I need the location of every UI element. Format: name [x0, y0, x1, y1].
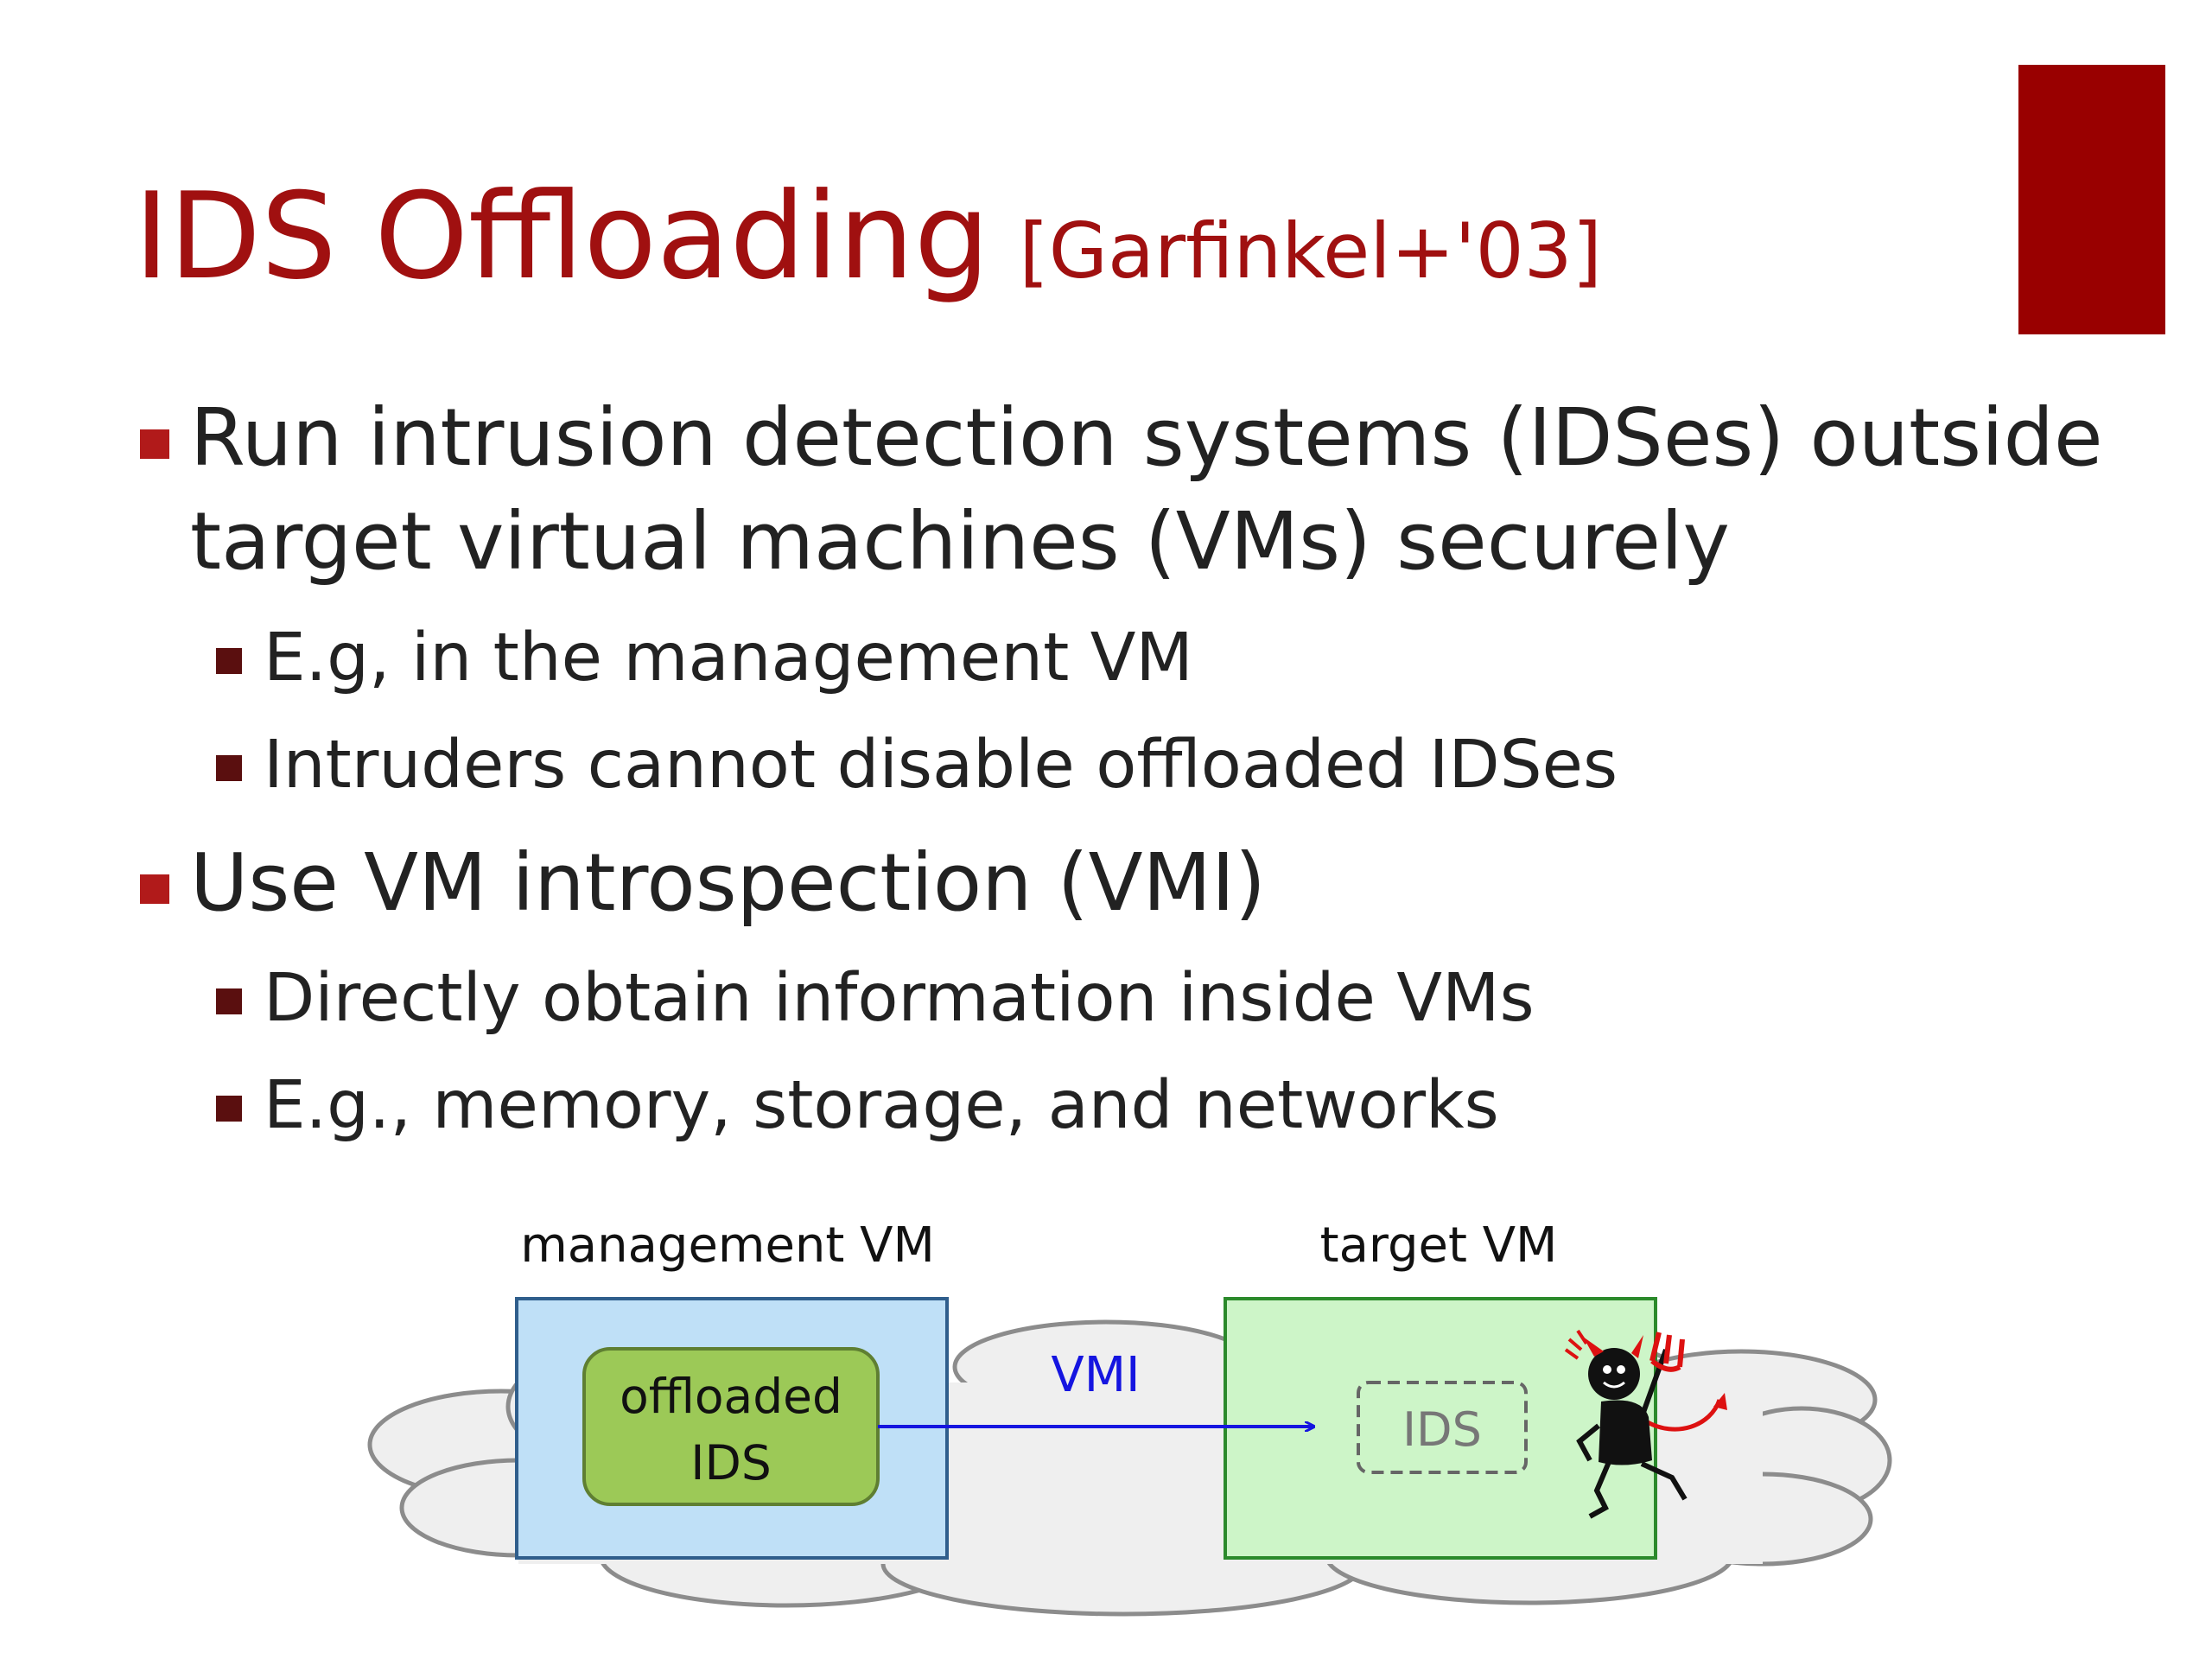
sub-bullet-1-2-text: Intruders cannot disable offloaded IDSes [264, 727, 1618, 804]
bullet-marker [140, 874, 169, 904]
devil-intruder-icon [1564, 1329, 1727, 1519]
title-main: IDS Offloading [134, 167, 990, 306]
target-ids-label: IDS [1402, 1402, 1482, 1457]
bullet-1-continuation: target virtual machines (VMs) securely [190, 490, 1730, 594]
bullet-2: Use VM introspection (VMI) [140, 831, 1266, 935]
offloaded-ids-label-line-1: offloaded [620, 1369, 842, 1424]
management-vm-label: management VM [520, 1217, 935, 1274]
target-vm-label: target VM [1320, 1217, 1558, 1274]
sub-bullet-2-2-text: E.g., memory, storage, and networks [264, 1067, 1499, 1144]
bullet-1-line-1: Run intrusion detection systems (IDSes) … [190, 391, 2103, 484]
bullet-1: Run intrusion detection systems (IDSes) … [140, 386, 2103, 490]
bullet-marker [140, 429, 169, 459]
title-citation: [Garfinkel+'03] [1019, 207, 1602, 296]
sub-bullet-marker [216, 648, 242, 674]
bullet-1-line-2: target virtual machines (VMs) securely [190, 495, 1731, 588]
sub-bullet-marker [216, 1096, 242, 1122]
offloaded-ids-label-line-2: IDS [690, 1435, 771, 1491]
sub-bullet-marker [216, 988, 242, 1014]
bullet-2-line-1: Use VM introspection (VMI) [190, 836, 1266, 929]
sub-bullet-marker [216, 755, 242, 781]
sub-bullet-1-1: E.g, in the management VM [216, 605, 1193, 712]
sub-bullet-2-1: Directly obtain information inside VMs [216, 945, 1535, 1052]
vmi-label: VMI [1051, 1347, 1140, 1403]
sub-bullet-1-2: Intruders cannot disable offloaded IDSes [216, 712, 1618, 819]
slide-title: IDS Offloading[Garfinkel+'03] [134, 177, 1602, 296]
sub-bullet-2-2: E.g., memory, storage, and networks [216, 1052, 1499, 1160]
sub-bullet-2-1-text: Directly obtain information inside VMs [264, 960, 1535, 1037]
corner-accent-block [2018, 65, 2165, 334]
sub-bullet-1-1-text: E.g, in the management VM [264, 620, 1193, 696]
target-ids-box [1357, 1381, 1528, 1474]
